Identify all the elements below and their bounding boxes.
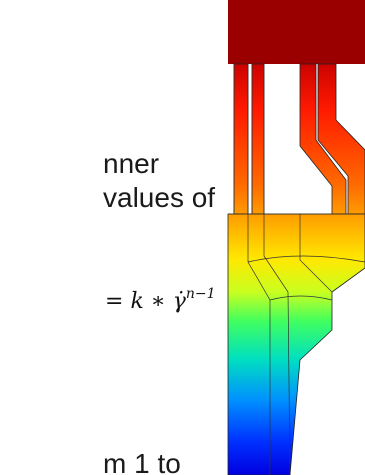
merge-chamber <box>227 213 365 475</box>
power-law-formula: = k ∗ γ̇n−1 <box>105 286 216 314</box>
formula-gamma: γ̇ <box>172 289 186 314</box>
body-text-line-2: values of <box>103 182 216 213</box>
body-text-line-3: m 1 to <box>103 448 181 475</box>
mesh-lines <box>228 64 365 475</box>
formula-times: ∗ <box>150 289 166 314</box>
runner-channel-2 <box>251 63 265 215</box>
formula-k: k <box>130 289 144 314</box>
body-text-line-1: nner <box>103 148 160 179</box>
runner-channel-1 <box>233 63 249 215</box>
formula-equals: = <box>105 289 124 314</box>
runner-channel-4 <box>317 63 365 215</box>
runner-geometry <box>227 63 365 475</box>
formula-exponent: n−1 <box>185 286 216 302</box>
top-plate <box>228 0 365 64</box>
